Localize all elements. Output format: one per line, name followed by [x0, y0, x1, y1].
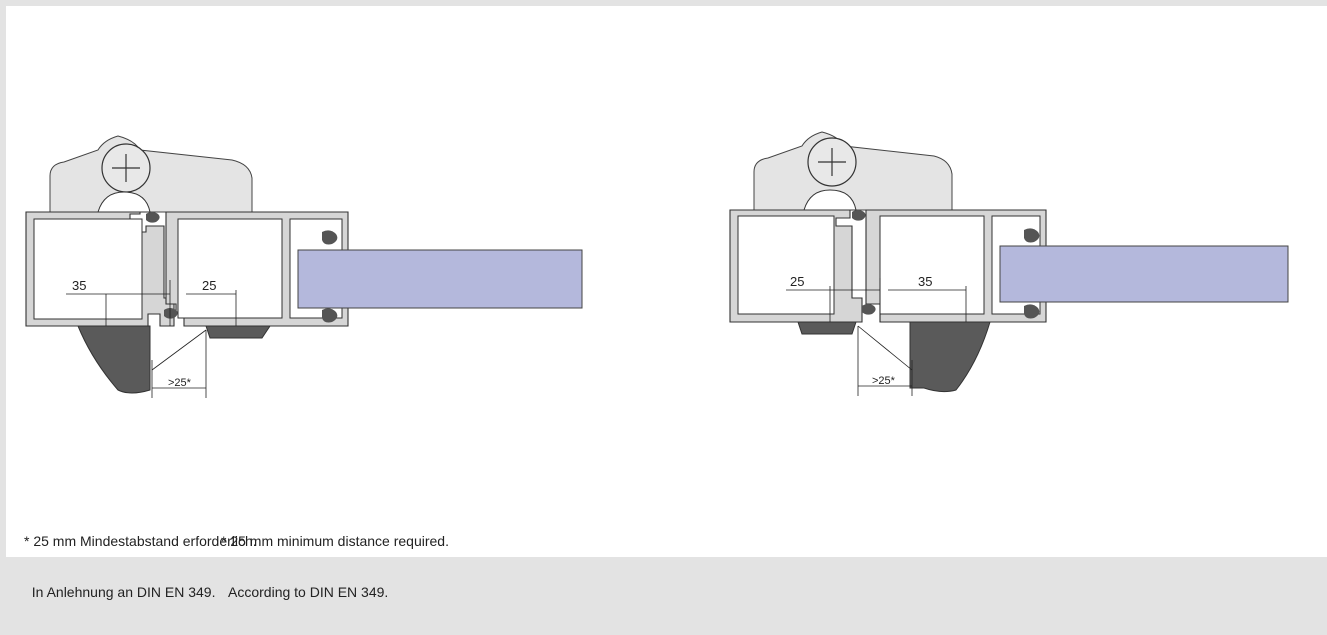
finger-guard-right-b	[909, 321, 991, 393]
footnote-english: * 25 mm minimum distance required. Accor…	[221, 499, 449, 635]
finger-guard-right-a	[797, 321, 857, 335]
seal-mid-right	[862, 304, 876, 315]
sash-chamber-a-left	[177, 218, 283, 319]
glazing-seal-top-left	[322, 230, 338, 245]
dim-diag-left	[151, 329, 207, 371]
dim-label-35-right: 35	[918, 274, 932, 289]
dim-label-25-right: 25	[790, 274, 804, 289]
glass-pane-right	[999, 245, 1289, 303]
hinge-body-left	[49, 135, 253, 213]
footnote-german-line1: * 25 mm Mindestabstand erforderlich.	[24, 533, 257, 549]
footnote-german: * 25 mm Mindestabstand erforderlich. In …	[24, 499, 257, 635]
hinge-notch-left	[97, 191, 151, 213]
right-section: 25 35 >25*	[729, 131, 1289, 396]
footnotes: * 25 mm Mindestabstand erforderlich. In …	[24, 499, 449, 635]
frame-chamber-right	[737, 215, 835, 315]
dim-label-gap-left: >25*	[168, 377, 192, 389]
dim-label-25-left: 25	[202, 278, 216, 293]
dim-diag-right	[857, 325, 913, 371]
technical-drawing: 35 25 >25*	[25, 131, 1289, 398]
dim-label-gap-right: >25*	[872, 375, 896, 387]
finger-guard-left-a	[77, 325, 151, 394]
glass-pane-left	[297, 249, 583, 309]
seal-top-left	[146, 212, 160, 223]
footnote-english-line2: According to DIN EN 349.	[221, 584, 389, 600]
footnote-german-line2: In Anlehnung an DIN EN 349.	[24, 584, 216, 600]
hinge-notch-right	[803, 189, 857, 211]
finger-guard-left-b	[205, 325, 271, 339]
glazing-seal-top-right	[1024, 228, 1040, 243]
seal-mid-left	[164, 308, 178, 319]
frame-chamber-left	[33, 218, 143, 320]
glazing-seal-bottom-left	[322, 308, 338, 323]
left-section: 35 25 >25*	[25, 135, 583, 398]
seal-top-right	[852, 210, 866, 221]
sash-chamber-a-right	[879, 215, 985, 315]
footnote-english-line1: * 25 mm minimum distance required.	[221, 533, 449, 549]
dim-label-35-left: 35	[72, 278, 86, 293]
glazing-seal-bottom-right	[1024, 304, 1040, 319]
